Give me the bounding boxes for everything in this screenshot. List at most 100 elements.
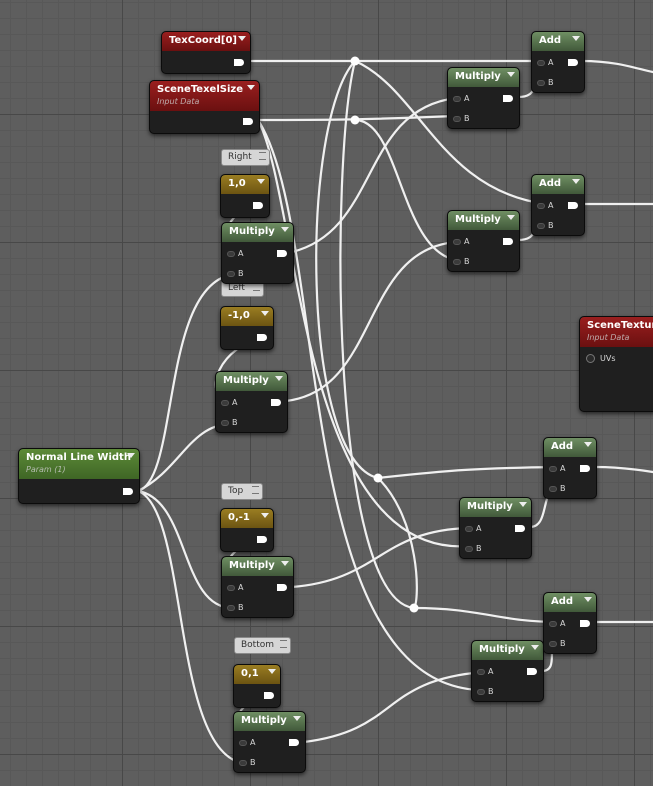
output-pin[interactable] (277, 584, 287, 591)
input-pin-a[interactable] (453, 96, 461, 102)
constant-top-node[interactable]: 0,-1 (220, 508, 274, 552)
node-header[interactable]: Multiply (222, 557, 293, 576)
chevron-down-icon[interactable] (507, 215, 515, 220)
chevron-down-icon[interactable] (293, 716, 301, 721)
input-pin-a[interactable] (549, 466, 557, 472)
output-pin[interactable] (234, 59, 244, 66)
chevron-down-icon[interactable] (507, 72, 515, 77)
constant-left-node[interactable]: -1,0 (220, 306, 274, 350)
comment-top[interactable]: Top (221, 483, 263, 500)
chevron-down-icon[interactable] (531, 645, 539, 650)
output-pin[interactable] (568, 202, 578, 209)
input-pin-b[interactable] (537, 223, 545, 229)
chevron-down-icon[interactable] (261, 513, 269, 518)
chevron-down-icon[interactable] (127, 453, 135, 458)
add-node-2[interactable]: Add A B (531, 174, 585, 236)
input-pin-a[interactable] (477, 669, 485, 675)
input-pin-a[interactable] (221, 400, 229, 406)
node-header[interactable]: Multiply (448, 211, 519, 230)
chevron-down-icon[interactable] (584, 442, 592, 447)
input-pin-b[interactable] (477, 689, 485, 695)
chevron-down-icon[interactable] (584, 597, 592, 602)
output-pin[interactable] (253, 202, 263, 209)
input-pin-b[interactable] (239, 760, 247, 766)
node-header[interactable]: Add (532, 32, 584, 51)
node-header[interactable]: 1,0 (221, 175, 269, 194)
constant-bottom-node[interactable]: 0,1 (233, 664, 281, 708)
chevron-down-icon[interactable] (247, 85, 255, 90)
input-pin-b[interactable] (465, 546, 473, 552)
chevron-down-icon[interactable] (275, 376, 283, 381)
node-header[interactable]: Multiply (460, 498, 531, 517)
chevron-down-icon[interactable] (268, 669, 276, 674)
input-pin-a[interactable] (239, 740, 247, 746)
output-pin[interactable] (289, 739, 299, 746)
output-pin[interactable] (243, 118, 253, 125)
multiply-node-left[interactable]: Multiply A B (215, 371, 288, 433)
input-pin-b[interactable] (227, 605, 235, 611)
node-header[interactable]: SceneTextureInput Data (580, 317, 653, 347)
output-pin[interactable] (257, 536, 267, 543)
output-pin[interactable] (264, 692, 274, 699)
output-pin[interactable] (515, 525, 525, 532)
node-header[interactable]: Add (544, 593, 596, 612)
input-pin-b[interactable] (221, 420, 229, 426)
input-pin[interactable] (586, 354, 595, 363)
node-header[interactable]: -1,0 (221, 307, 273, 326)
node-header[interactable]: Multiply (472, 641, 543, 660)
node-header[interactable]: Multiply (448, 68, 519, 87)
multiply-node-right[interactable]: Multiply A B (221, 222, 294, 284)
node-header[interactable]: Add (544, 438, 596, 457)
output-pin[interactable] (503, 238, 513, 245)
input-pin-b[interactable] (227, 271, 235, 277)
chevron-down-icon[interactable] (281, 561, 289, 566)
input-pin-a[interactable] (465, 526, 473, 532)
output-pin[interactable] (271, 399, 281, 406)
add-node-3[interactable]: Add A B (543, 437, 597, 499)
output-pin[interactable] (580, 620, 590, 627)
output-pin[interactable] (257, 334, 267, 341)
node-header[interactable]: TexCoord[0] (162, 32, 250, 51)
chevron-down-icon[interactable] (257, 179, 265, 184)
input-pin-a[interactable] (549, 621, 557, 627)
node-header[interactable]: Multiply (234, 712, 305, 731)
chevron-down-icon[interactable] (261, 311, 269, 316)
node-header[interactable]: Add (532, 175, 584, 194)
add-node-4[interactable]: Add A B (543, 592, 597, 654)
output-pin[interactable] (277, 250, 287, 257)
input-pin-b[interactable] (549, 486, 557, 492)
node-header[interactable]: Multiply (222, 223, 293, 242)
constant-right-node[interactable]: 1,0 (220, 174, 270, 218)
add-node-1[interactable]: Add A B (531, 31, 585, 93)
chevron-down-icon[interactable] (519, 502, 527, 507)
node-header[interactable]: Multiply (216, 372, 287, 391)
multiply-node-2a[interactable]: Multiply A B (447, 67, 520, 129)
input-pin-b[interactable] (453, 116, 461, 122)
multiply-node-2d[interactable]: Multiply A B (471, 640, 544, 702)
texcoord-node[interactable]: TexCoord[0] (161, 31, 251, 74)
multiply-node-top[interactable]: Multiply A B (221, 556, 294, 618)
input-pin-a[interactable] (227, 251, 235, 257)
scene-texture-node[interactable]: SceneTextureInput Data UVs (579, 316, 653, 412)
chevron-down-icon[interactable] (572, 179, 580, 184)
output-pin[interactable] (580, 465, 590, 472)
chevron-down-icon[interactable] (281, 227, 289, 232)
input-pin-a[interactable] (537, 203, 545, 209)
comment-right[interactable]: Right (221, 149, 270, 166)
input-pin-a[interactable] (227, 585, 235, 591)
output-pin[interactable] (503, 95, 513, 102)
multiply-node-2b[interactable]: Multiply A B (447, 210, 520, 272)
node-header[interactable]: 0,-1 (221, 509, 273, 528)
node-header[interactable]: 0,1 (234, 665, 280, 684)
comment-bottom[interactable]: Bottom (234, 637, 291, 654)
multiply-node-2c[interactable]: Multiply A B (459, 497, 532, 559)
input-pin-a[interactable] (537, 60, 545, 66)
output-pin[interactable] (123, 488, 133, 495)
chevron-down-icon[interactable] (572, 36, 580, 41)
chevron-down-icon[interactable] (238, 36, 246, 41)
output-pin[interactable] (568, 59, 578, 66)
input-pin-b[interactable] (453, 259, 461, 265)
